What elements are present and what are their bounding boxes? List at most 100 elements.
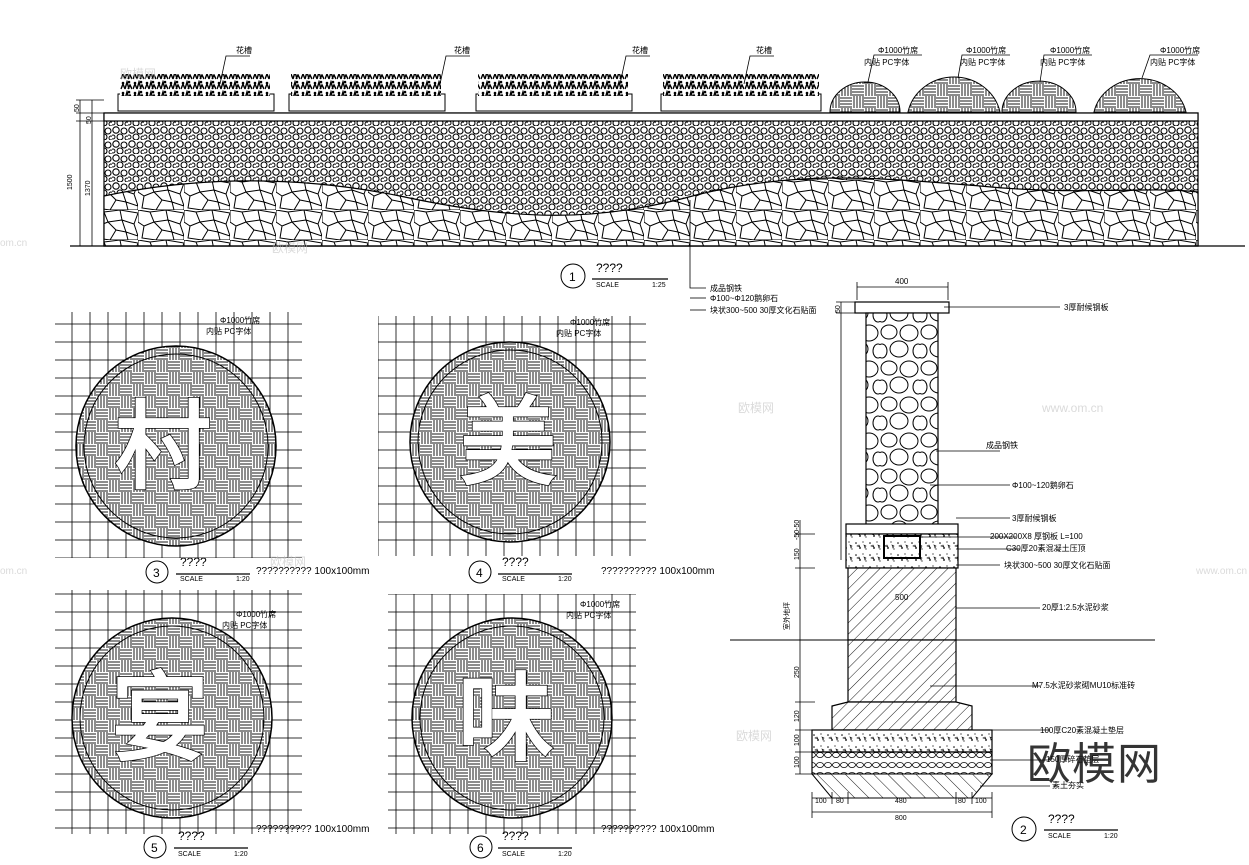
drawing-title-1: ???? <box>596 261 623 275</box>
watermark-url-3: om.cn <box>0 566 27 577</box>
panel-3-label-2: 内贴 PC字体 <box>206 326 251 336</box>
panel-6-label-2: 内贴 PC字体 <box>566 610 611 620</box>
dome-label-2b: 内贴 PC字体 <box>960 57 1005 67</box>
panel-4-label-1: Φ1000竹席 <box>570 317 610 327</box>
watermark-url-1: www.om.cn <box>1041 401 1103 415</box>
section-dim-250: 250 <box>794 666 801 678</box>
drawing-number-5 <box>143 835 167 859</box>
scale-label-6: SCALE <box>502 851 525 858</box>
panel-glyph-4: 美 <box>460 387 556 499</box>
section-dim-100c: 100 <box>815 798 827 805</box>
section-dim-480: 480 <box>895 798 907 805</box>
bamboo-domes <box>829 76 1187 113</box>
section-label-4: 3厚耐候钢板 <box>1012 513 1056 523</box>
watermark-site-5: 欧模网 <box>736 729 772 743</box>
watermarks: 欧模网 欧模网 欧模网 欧模网 欧模网 www.om.cn om.cn om.c… <box>0 67 1247 743</box>
panel-glyph-5: 宴 <box>112 663 208 775</box>
scale-value-6: 1:20 <box>558 851 572 858</box>
panel-6: 味 Φ1000竹席 内贴 PC字体 6 ???? SCALE 1:20 ????… <box>388 594 714 859</box>
scale-value-5: 1:20 <box>234 851 248 858</box>
leader-pebble: Φ100~Φ120鹅卵石 <box>710 293 778 303</box>
section-dim-100b: 100 <box>794 756 801 768</box>
dim-50b: 50 <box>86 116 93 124</box>
section-label-8: 20厚1:2.5水泥砂浆 <box>1042 602 1109 612</box>
drawing-number-1-text: 1 <box>569 270 576 284</box>
scale-value-1: 1:25 <box>652 282 666 289</box>
section-dim-400: 400 <box>895 277 909 286</box>
scale-label-4: SCALE <box>502 576 525 583</box>
watermark-site-4: 欧模网 <box>270 555 306 569</box>
drawing-number-1 <box>560 263 586 289</box>
watermark-url-2: om.cn <box>0 238 27 249</box>
leader-stone: 块状300~500 30厚文化石贴面 <box>710 305 817 315</box>
section-label-10: 100厚C20素混凝土垫层 <box>1040 725 1124 735</box>
panel-5-label-1: Φ1000竹席 <box>236 609 276 619</box>
drawing-number-2-text: 2 <box>1020 823 1027 837</box>
section-label-1: 3厚耐候钢板 <box>1064 302 1108 312</box>
drawing-title-6: ???? <box>502 829 529 843</box>
watermark-site-1: 欧模网 <box>120 67 156 81</box>
section-drawing: 400 50 -50-50 150 <box>730 277 1155 842</box>
drawing-title-3: ???? <box>180 555 207 569</box>
dome-label-4a: Φ1000竹席 <box>1160 45 1200 55</box>
dome-label-3b: 内贴 PC字体 <box>1040 57 1085 67</box>
section-ground: 室外地坪 <box>782 602 791 630</box>
panel-glyph-6: 味 <box>458 663 554 775</box>
panel-5-label-2: 内贴 PC字体 <box>222 620 267 630</box>
scale-label-5: SCALE <box>178 851 201 858</box>
panel-note-4: ?????????? 100x100mm <box>601 566 714 577</box>
watermark-site-3: 欧模网 <box>738 401 774 415</box>
planter-label-3: 花槽 <box>632 45 648 55</box>
section-label-7: 块状300~500 30厚文化石贴面 <box>1004 560 1111 570</box>
dim-50a: 50 <box>74 104 81 112</box>
dome-label-3a: Φ1000竹席 <box>1050 45 1090 55</box>
panel-note-3: ?????????? 100x100mm <box>256 566 369 577</box>
watermark-url-4: www.om.cn <box>1195 566 1247 577</box>
scale-value-2: 1:20 <box>1104 833 1118 840</box>
section-dim-50: 50 <box>835 305 842 313</box>
panel-6-label-1: Φ1000竹席 <box>580 599 620 609</box>
section-dim-120: 120 <box>794 710 801 722</box>
drawing-number-3-text: 3 <box>153 566 160 580</box>
section-dim-80a: 80 <box>836 798 844 805</box>
drawing-number-6-text: 6 <box>477 841 484 855</box>
watermark-site-2: 欧模网 <box>272 241 308 255</box>
section-label-12: 素土夯实 <box>1052 780 1084 790</box>
planter-label-2: 花槽 <box>454 45 470 55</box>
drawing-number-2 <box>1011 816 1037 842</box>
panel-4-label-2: 内贴 PC字体 <box>556 328 601 338</box>
dome-label-1b: 内贴 PC字体 <box>864 57 909 67</box>
watermark-logo: 欧模网 <box>1027 739 1162 790</box>
drawing-number-4 <box>468 560 492 584</box>
section-dim-50-50: -50-50 <box>794 520 801 540</box>
section-dim-80b: 80 <box>958 798 966 805</box>
panel-4: 美 Φ1000竹席 内贴 PC字体 4 ???? SCALE 1:20 ????… <box>378 316 714 584</box>
section-dim-800: 800 <box>895 815 907 822</box>
drawing-number-6 <box>469 835 493 859</box>
drawing-title-5: ???? <box>178 829 205 843</box>
panel-3: 村 Φ1000竹席 内贴 PC字体 3 ???? SCALE 1:20 ????… <box>55 312 369 584</box>
scale-label-1: SCALE <box>596 282 619 289</box>
scale-value-3: 1:20 <box>236 576 250 583</box>
scale-value-4: 1:20 <box>558 576 572 583</box>
drawing-number-5-text: 5 <box>151 841 158 855</box>
section-dim-100a: 100 <box>794 734 801 746</box>
section-label-5: 200X200X8 厚钢板 L=100 <box>990 531 1083 541</box>
panel-note-6: ?????????? 100x100mm <box>601 824 714 835</box>
dome-label-1a: Φ1000竹席 <box>878 45 918 55</box>
planter-label-4: 花槽 <box>756 45 772 55</box>
scale-label-2: SCALE <box>1048 833 1071 840</box>
panel-glyph-3: 村 <box>115 391 211 503</box>
panel-note-5: ?????????? 100x100mm <box>256 824 369 835</box>
section-dim-100d: 100 <box>975 798 987 805</box>
dome-label-2a: Φ1000竹席 <box>966 45 1006 55</box>
section-label-11: 150厚碎石垫层 <box>1046 754 1099 764</box>
section-label-6: C30厚20素混凝土压顶 <box>1006 543 1086 553</box>
planters <box>117 74 822 112</box>
panel-5: 宴 Φ1000竹席 内贴 PC字体 5 ???? SCALE 1:20 ????… <box>55 590 369 859</box>
section-label-2: 成品钢铁 <box>986 440 1018 450</box>
drawing-title-2: ???? <box>1048 812 1075 826</box>
dim-1500: 1500 <box>67 174 74 190</box>
planter-label-1: 花槽 <box>236 45 252 55</box>
